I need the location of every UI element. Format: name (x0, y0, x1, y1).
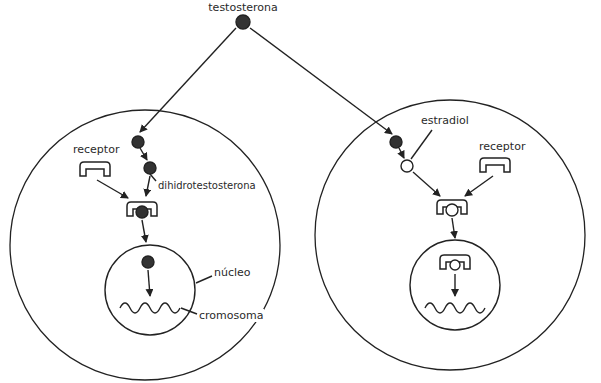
part-label: núcleo (213, 266, 252, 279)
part-label: cromosoma (198, 309, 264, 322)
receptor-label: receptor (478, 140, 526, 153)
receptor-label: receptor (72, 143, 120, 156)
molecule-label: estradiol (420, 114, 470, 127)
molecule-label: testosterona (207, 1, 278, 14)
molecule-label: dihidrotestosterona (157, 180, 257, 192)
